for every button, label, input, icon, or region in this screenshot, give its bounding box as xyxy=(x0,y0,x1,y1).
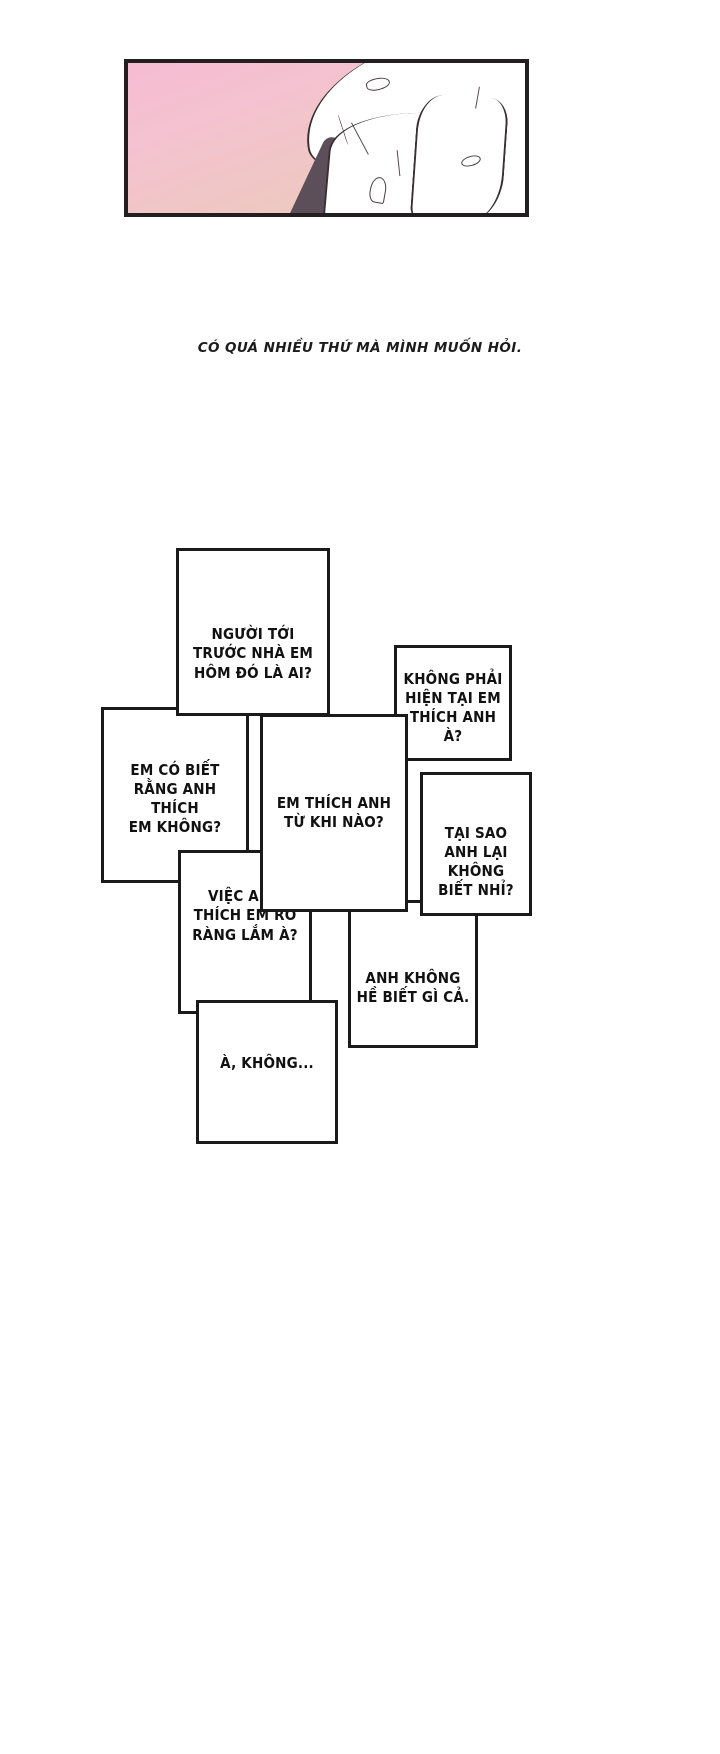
question-text: VIỆC ANH THÍCH EM RÕ RÀNG LẮM À? xyxy=(192,887,298,944)
question-box-1: NGƯỜI TỚI TRƯỚC NHÀ EM HÔM ĐÓ LÀ AI? xyxy=(176,548,330,716)
question-text: TẠI SAO ANH LẠI KHÔNG BIẾT NHỈ? xyxy=(438,823,514,900)
question-box-4: EM THÍCH ANH TỪ KHI NÀO? xyxy=(260,714,408,912)
question-box-2: KHÔNG PHẢI HIỆN TẠI EM THÍCH ANH À? xyxy=(394,645,512,761)
comic-panel-closeup xyxy=(124,59,529,217)
question-box-7: ANH KHÔNG HỀ BIẾT GÌ CẢ. xyxy=(348,900,478,1048)
question-text: EM THÍCH ANH TỪ KHI NÀO? xyxy=(276,793,392,831)
narration-caption: CÓ QUÁ NHIỀU THỨ MÀ MÌNH MUỐN HỎI. xyxy=(197,340,523,356)
question-box-8: À, KHÔNG... xyxy=(196,1000,338,1144)
question-text: NGƯỜI TỚI TRƯỚC NHÀ EM HÔM ĐÓ LÀ AI? xyxy=(192,625,314,682)
question-text: EM CÓ BIẾT RẰNG ANH THÍCH EM KHÔNG? xyxy=(128,760,222,837)
question-text: ANH KHÔNG HỀ BIẾT GÌ CẢ. xyxy=(356,968,470,1006)
shirt-collar-shape xyxy=(409,92,510,213)
question-box-3: EM CÓ BIẾT RẰNG ANH THÍCH EM KHÔNG? xyxy=(101,707,249,883)
question-box-5: TẠI SAO ANH LẠI KHÔNG BIẾT NHỈ? xyxy=(420,772,532,916)
question-text: KHÔNG PHẢI HIỆN TẠI EM THÍCH ANH À? xyxy=(403,669,503,746)
question-text: À, KHÔNG... xyxy=(220,1054,314,1073)
panel-artwork xyxy=(128,63,525,213)
